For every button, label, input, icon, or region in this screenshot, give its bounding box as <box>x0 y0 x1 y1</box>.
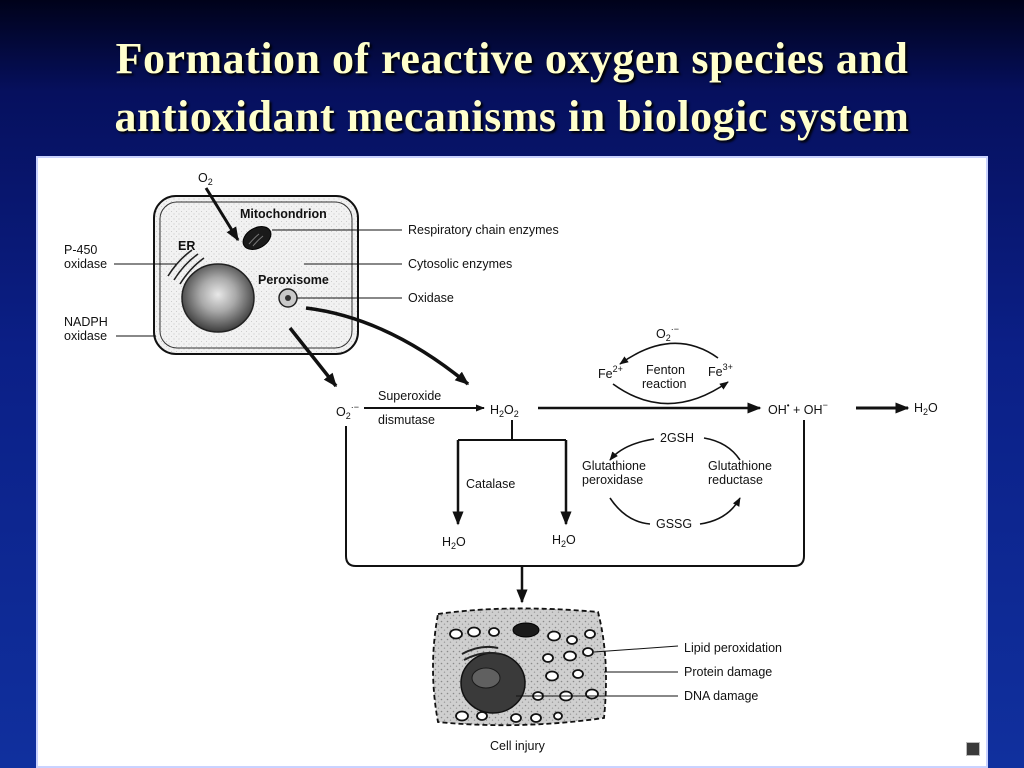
slide-title: Formation of reactive oxygen species and… <box>0 30 1024 146</box>
catalase-water-right: H2O <box>552 533 576 549</box>
fe2-label: Fe2+ <box>598 364 623 381</box>
fenton-label-line-1: Fenton <box>646 363 685 377</box>
damaged-er <box>461 645 501 661</box>
catalase-label: Catalase <box>466 477 515 491</box>
lipid-leader-line <box>593 645 679 653</box>
er-label: ER <box>178 239 195 253</box>
peroxidase-to-gssg-arc <box>609 497 651 525</box>
fenton-top-arc <box>619 342 719 365</box>
gssg-to-reductase-arc <box>699 497 741 525</box>
healthy-cell <box>153 195 359 355</box>
hydroxyl-node: OH• + OH− <box>768 400 828 417</box>
p450-label-line-1: P-450 <box>64 243 97 257</box>
fenton-o2-label: O2·− <box>656 324 679 343</box>
nadph-label-line-2: oxidase <box>64 329 107 343</box>
mitochondrion-cristae <box>248 233 264 247</box>
gr-label-line-1: Glutathione <box>708 459 772 473</box>
dna-damage-label: DNA damage <box>684 689 758 703</box>
catalase-water-left: H2O <box>442 535 466 551</box>
slide-title-line-2: antioxidant mecanisms in biologic system <box>114 92 910 141</box>
figure-panel: O2 Mitochondrion ER Peroxisome P-450 oxi… <box>36 156 988 768</box>
converging-pathway-line <box>345 420 805 567</box>
cell-injury-label: Cell injury <box>490 739 546 753</box>
p450-label-line-2: oxidase <box>64 257 107 271</box>
endoplasmic-reticulum <box>167 249 205 285</box>
protein-damage-label: Protein damage <box>684 665 772 679</box>
o2-source-label: O2 <box>198 171 213 187</box>
fenton-bottom-arc <box>612 381 729 405</box>
peroxisome-label: Peroxisome <box>258 273 329 287</box>
mitochondrion-label: Mitochondrion <box>240 207 327 221</box>
fe3-label: Fe3+ <box>708 362 733 379</box>
peroxisome-core <box>285 295 291 301</box>
oxidase-label: Oxidase <box>408 291 454 305</box>
sod-label-line-1: Superoxide <box>378 389 441 403</box>
gr-label-line-2: reductase <box>708 473 763 487</box>
superoxide-node: O2·− <box>336 402 359 421</box>
peroxisome-to-h2o2-arrow <box>305 306 470 386</box>
nadph-label-line-1: NADPH <box>64 315 108 329</box>
cell-membrane-inner <box>159 201 353 349</box>
respiratory-chain-label: Respiratory chain enzymes <box>408 223 559 237</box>
gsh-to-peroxidase-arc <box>609 438 655 461</box>
gssg-label: GSSG <box>656 517 692 531</box>
cell-to-superoxide-arrow <box>288 326 338 388</box>
injured-cell <box>432 607 607 727</box>
gsh-label: 2GSH <box>660 431 694 445</box>
reductase-to-gsh-arc <box>703 437 741 461</box>
h2o2-node: H2O2 <box>490 403 519 419</box>
gpx-label-line-1: Glutathione <box>582 459 646 473</box>
sod-label-line-2: dismutase <box>378 413 435 427</box>
damaged-mitochondrion <box>512 622 540 638</box>
gpx-label-line-2: peroxidase <box>582 473 643 487</box>
nucleus <box>181 263 255 333</box>
slide-title-line-1: Formation of reactive oxygen species and <box>115 34 909 83</box>
fenton-label-line-2: reaction <box>642 377 687 391</box>
lipid-peroxidation-label: Lipid peroxidation <box>684 641 782 655</box>
slide-nav-icon[interactable] <box>966 742 980 756</box>
water-final-label: H2O <box>914 401 938 417</box>
ros-diagram: O2 Mitochondrion ER Peroxisome P-450 oxi… <box>64 171 938 753</box>
o2-entry-arrow <box>204 187 240 242</box>
mitochondrion <box>242 226 272 250</box>
cytosolic-enzymes-label: Cytosolic enzymes <box>408 257 512 271</box>
nucleus-chromatin <box>471 667 501 689</box>
